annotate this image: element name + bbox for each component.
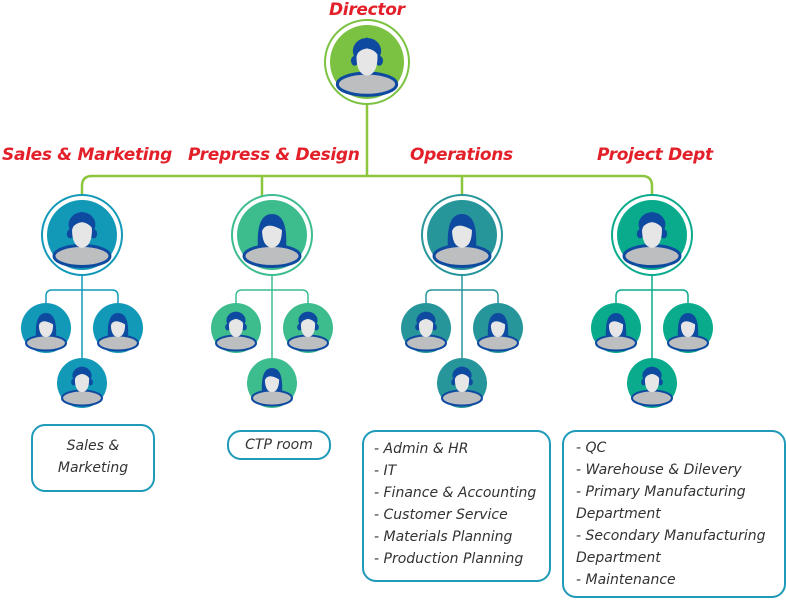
member-avatar — [663, 303, 713, 353]
member-avatar — [591, 303, 641, 353]
box-line: - Maintenance — [576, 572, 676, 588]
dept-head-ring — [41, 194, 123, 276]
member-avatar — [211, 303, 261, 353]
box-line: - QC — [576, 440, 607, 456]
dept-box-project: - QC - Warehouse & Dilevery - Primary Manu… — [562, 430, 786, 598]
box-line: - Primary Manufacturing — [576, 484, 746, 500]
dept-title-sales: Sales & Marketing — [2, 145, 172, 165]
box-line: - Secondary Manufacturing — [576, 528, 766, 544]
box-line: - Materials Planning — [374, 529, 513, 545]
member-avatar — [283, 303, 333, 353]
box-line: CTP room — [245, 437, 313, 453]
box-line: - Admin & HR — [374, 441, 469, 457]
dept-head-ring — [611, 194, 693, 276]
member-avatar — [473, 303, 523, 353]
dept-head-ring — [231, 194, 313, 276]
member-connector — [615, 289, 689, 308]
box-line: - Warehouse & Dilevery — [576, 462, 742, 478]
dept-box-prepress: CTP room — [227, 430, 331, 460]
member-connector — [425, 289, 499, 308]
dept-box-sales: Sales & Marketing — [31, 424, 155, 492]
dept-head-avatar-sales — [47, 200, 117, 270]
dept-title-project: Project Dept — [597, 145, 713, 165]
dept-head-avatar-project — [617, 200, 687, 270]
box-line: Department — [576, 506, 661, 522]
dept-head-avatar-prepress — [237, 200, 307, 270]
member-connector — [235, 289, 309, 308]
box-line: - Customer Service — [374, 507, 508, 523]
director-title: Director — [329, 0, 405, 20]
member-avatar — [21, 303, 71, 353]
dept-head-avatar-operations — [427, 200, 497, 270]
box-line: Marketing — [57, 460, 129, 476]
member-avatar — [401, 303, 451, 353]
box-line: - Finance & Accounting — [374, 485, 537, 501]
director-avatar — [330, 25, 404, 99]
member-avatar — [247, 358, 297, 408]
box-line: - IT — [374, 463, 397, 479]
dept-head-ring — [421, 194, 503, 276]
dept-title-operations: Operations — [410, 145, 513, 165]
member-avatar — [627, 358, 677, 408]
director-ring — [324, 19, 410, 105]
branch-connector — [80, 174, 654, 196]
dept-title-prepress: Prepress & Design — [188, 145, 360, 165]
member-connector — [45, 289, 119, 308]
dept-box-operations: - Admin & HR - IT - Finance & Accounting - … — [362, 430, 551, 582]
box-line: - Production Planning — [374, 551, 524, 567]
member-avatar — [57, 358, 107, 408]
member-avatar — [93, 303, 143, 353]
box-line: Sales & — [66, 438, 120, 454]
member-avatar — [437, 358, 487, 408]
box-line: Department — [576, 550, 661, 566]
